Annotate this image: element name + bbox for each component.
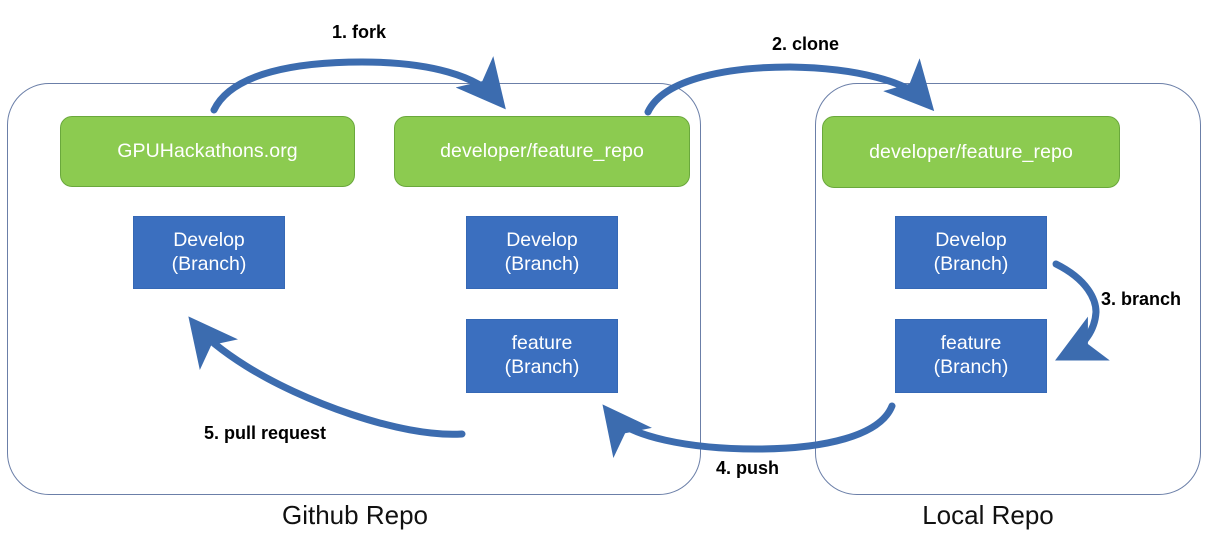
branch-upstream-develop-line2: (Branch) — [171, 252, 247, 275]
repo-box-gpuhackathons-label: GPUHackathons.org — [117, 140, 298, 162]
branch-box-fork-feature[interactable]: feature (Branch) — [466, 319, 618, 393]
branch-box-local-feature[interactable]: feature (Branch) — [895, 319, 1047, 393]
branch-box-local-develop[interactable]: Develop (Branch) — [895, 216, 1047, 289]
step-label-push: 4. push — [716, 458, 780, 478]
repo-box-fork-label: developer/feature_repo — [440, 140, 644, 162]
step-label-fork: 1. fork — [332, 22, 387, 42]
repo-box-local-clone[interactable]: developer/feature_repo — [822, 116, 1120, 188]
branch-upstream-develop-line1: Develop — [173, 228, 245, 251]
branch-box-upstream-develop[interactable]: Develop (Branch) — [133, 216, 285, 289]
local-repo-caption: Local Repo — [922, 500, 1054, 530]
branch-fork-feature-line2: (Branch) — [504, 356, 580, 378]
local-repo-container — [815, 83, 1201, 495]
step-label-pull-request: 5. pull request — [204, 423, 327, 443]
branch-fork-develop-line1: Develop — [506, 228, 578, 251]
github-repo-caption: Github Repo — [282, 500, 428, 530]
step-label-clone: 2. clone — [772, 34, 840, 54]
branch-local-feature-line1: feature — [940, 332, 1002, 355]
repo-box-local-clone-label: developer/feature_repo — [869, 140, 1073, 163]
repo-box-fork[interactable]: developer/feature_repo — [394, 116, 690, 187]
repo-box-gpuhackathons[interactable]: GPUHackathons.org — [60, 116, 355, 187]
branch-local-develop-line2: (Branch) — [933, 252, 1009, 275]
branch-local-feature-line2: (Branch) — [933, 356, 1009, 378]
branch-local-develop-line1: Develop — [935, 228, 1007, 251]
branch-box-fork-develop[interactable]: Develop (Branch) — [466, 216, 618, 289]
step-label-branch: 3. branch — [1101, 289, 1182, 309]
branch-fork-develop-line2: (Branch) — [504, 252, 580, 275]
branch-fork-feature-line1: feature — [511, 332, 573, 355]
